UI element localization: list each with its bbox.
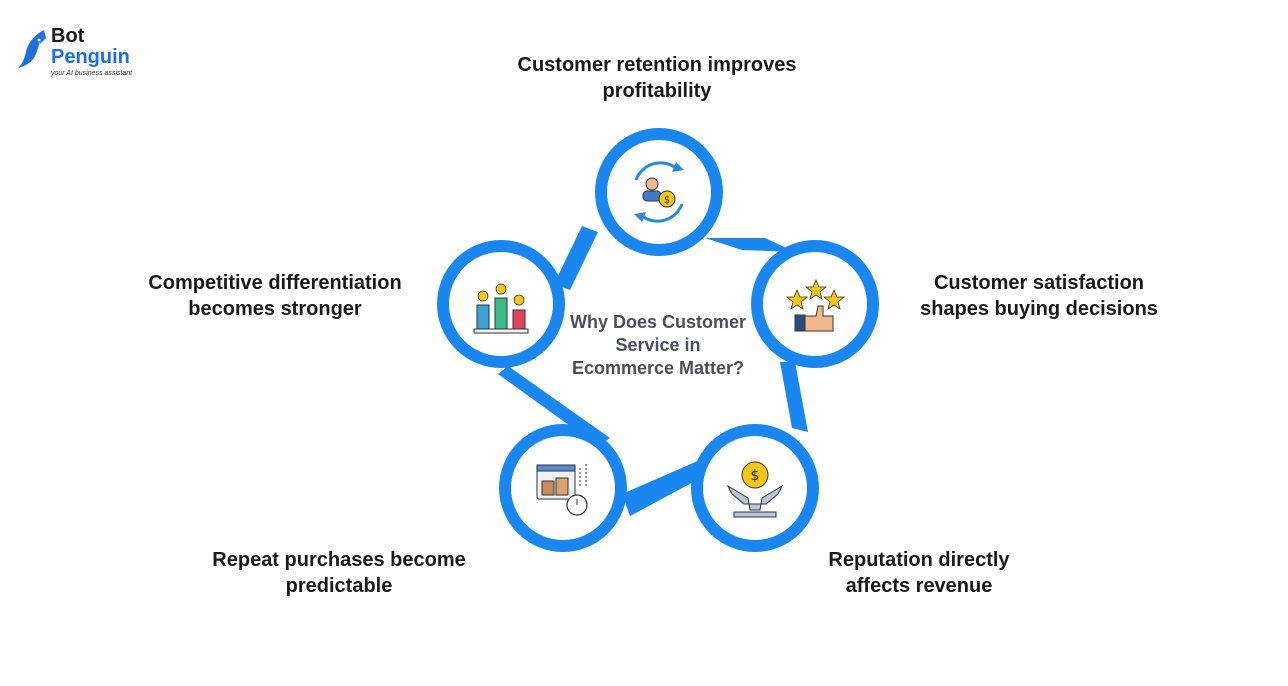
stars-thumbs-up-icon	[785, 278, 846, 332]
shopping-timer-icon	[536, 464, 588, 516]
connector-band-bottom	[622, 460, 712, 516]
brand-tagline: your AI business assistant	[51, 70, 133, 77]
label-retention: Customer retention improves profitabilit…	[517, 54, 797, 102]
label-differentiation: Competitive differentiation becomes stro…	[148, 272, 402, 320]
node-repeat-purchases	[499, 424, 627, 552]
brand-name-line2: Penguin	[51, 46, 130, 68]
connector-band-left	[498, 366, 610, 446]
retention-cycle-icon: $	[634, 161, 684, 223]
node-retention: $	[595, 128, 723, 256]
svg-text:$: $	[664, 195, 670, 206]
label-reputation: Reputation directly affects revenue	[828, 549, 1010, 597]
podium-stars-icon	[473, 283, 529, 334]
brand-logo: Bot Penguin your AI business assistant	[18, 26, 148, 82]
svg-text:$: $	[751, 468, 760, 484]
node-satisfaction	[751, 240, 879, 368]
connector-bands	[498, 226, 808, 516]
node-reputation: $	[691, 424, 819, 552]
penguin-logo-icon	[18, 30, 46, 68]
connector-band-right	[780, 362, 808, 432]
diagram-center-title: Why Does Customer Service in Ecommerce M…	[569, 312, 747, 378]
coin-funnel-icon: $	[726, 461, 784, 518]
brand-name-line1: Bot	[51, 25, 85, 47]
node-differentiation	[437, 240, 565, 368]
label-repeat-purchases: Repeat purchases become predictable	[212, 549, 466, 597]
connector-band-top-left	[554, 226, 598, 290]
label-satisfaction: Customer satisfaction shapes buying deci…	[920, 272, 1158, 320]
connector-band-top-right	[705, 238, 795, 252]
